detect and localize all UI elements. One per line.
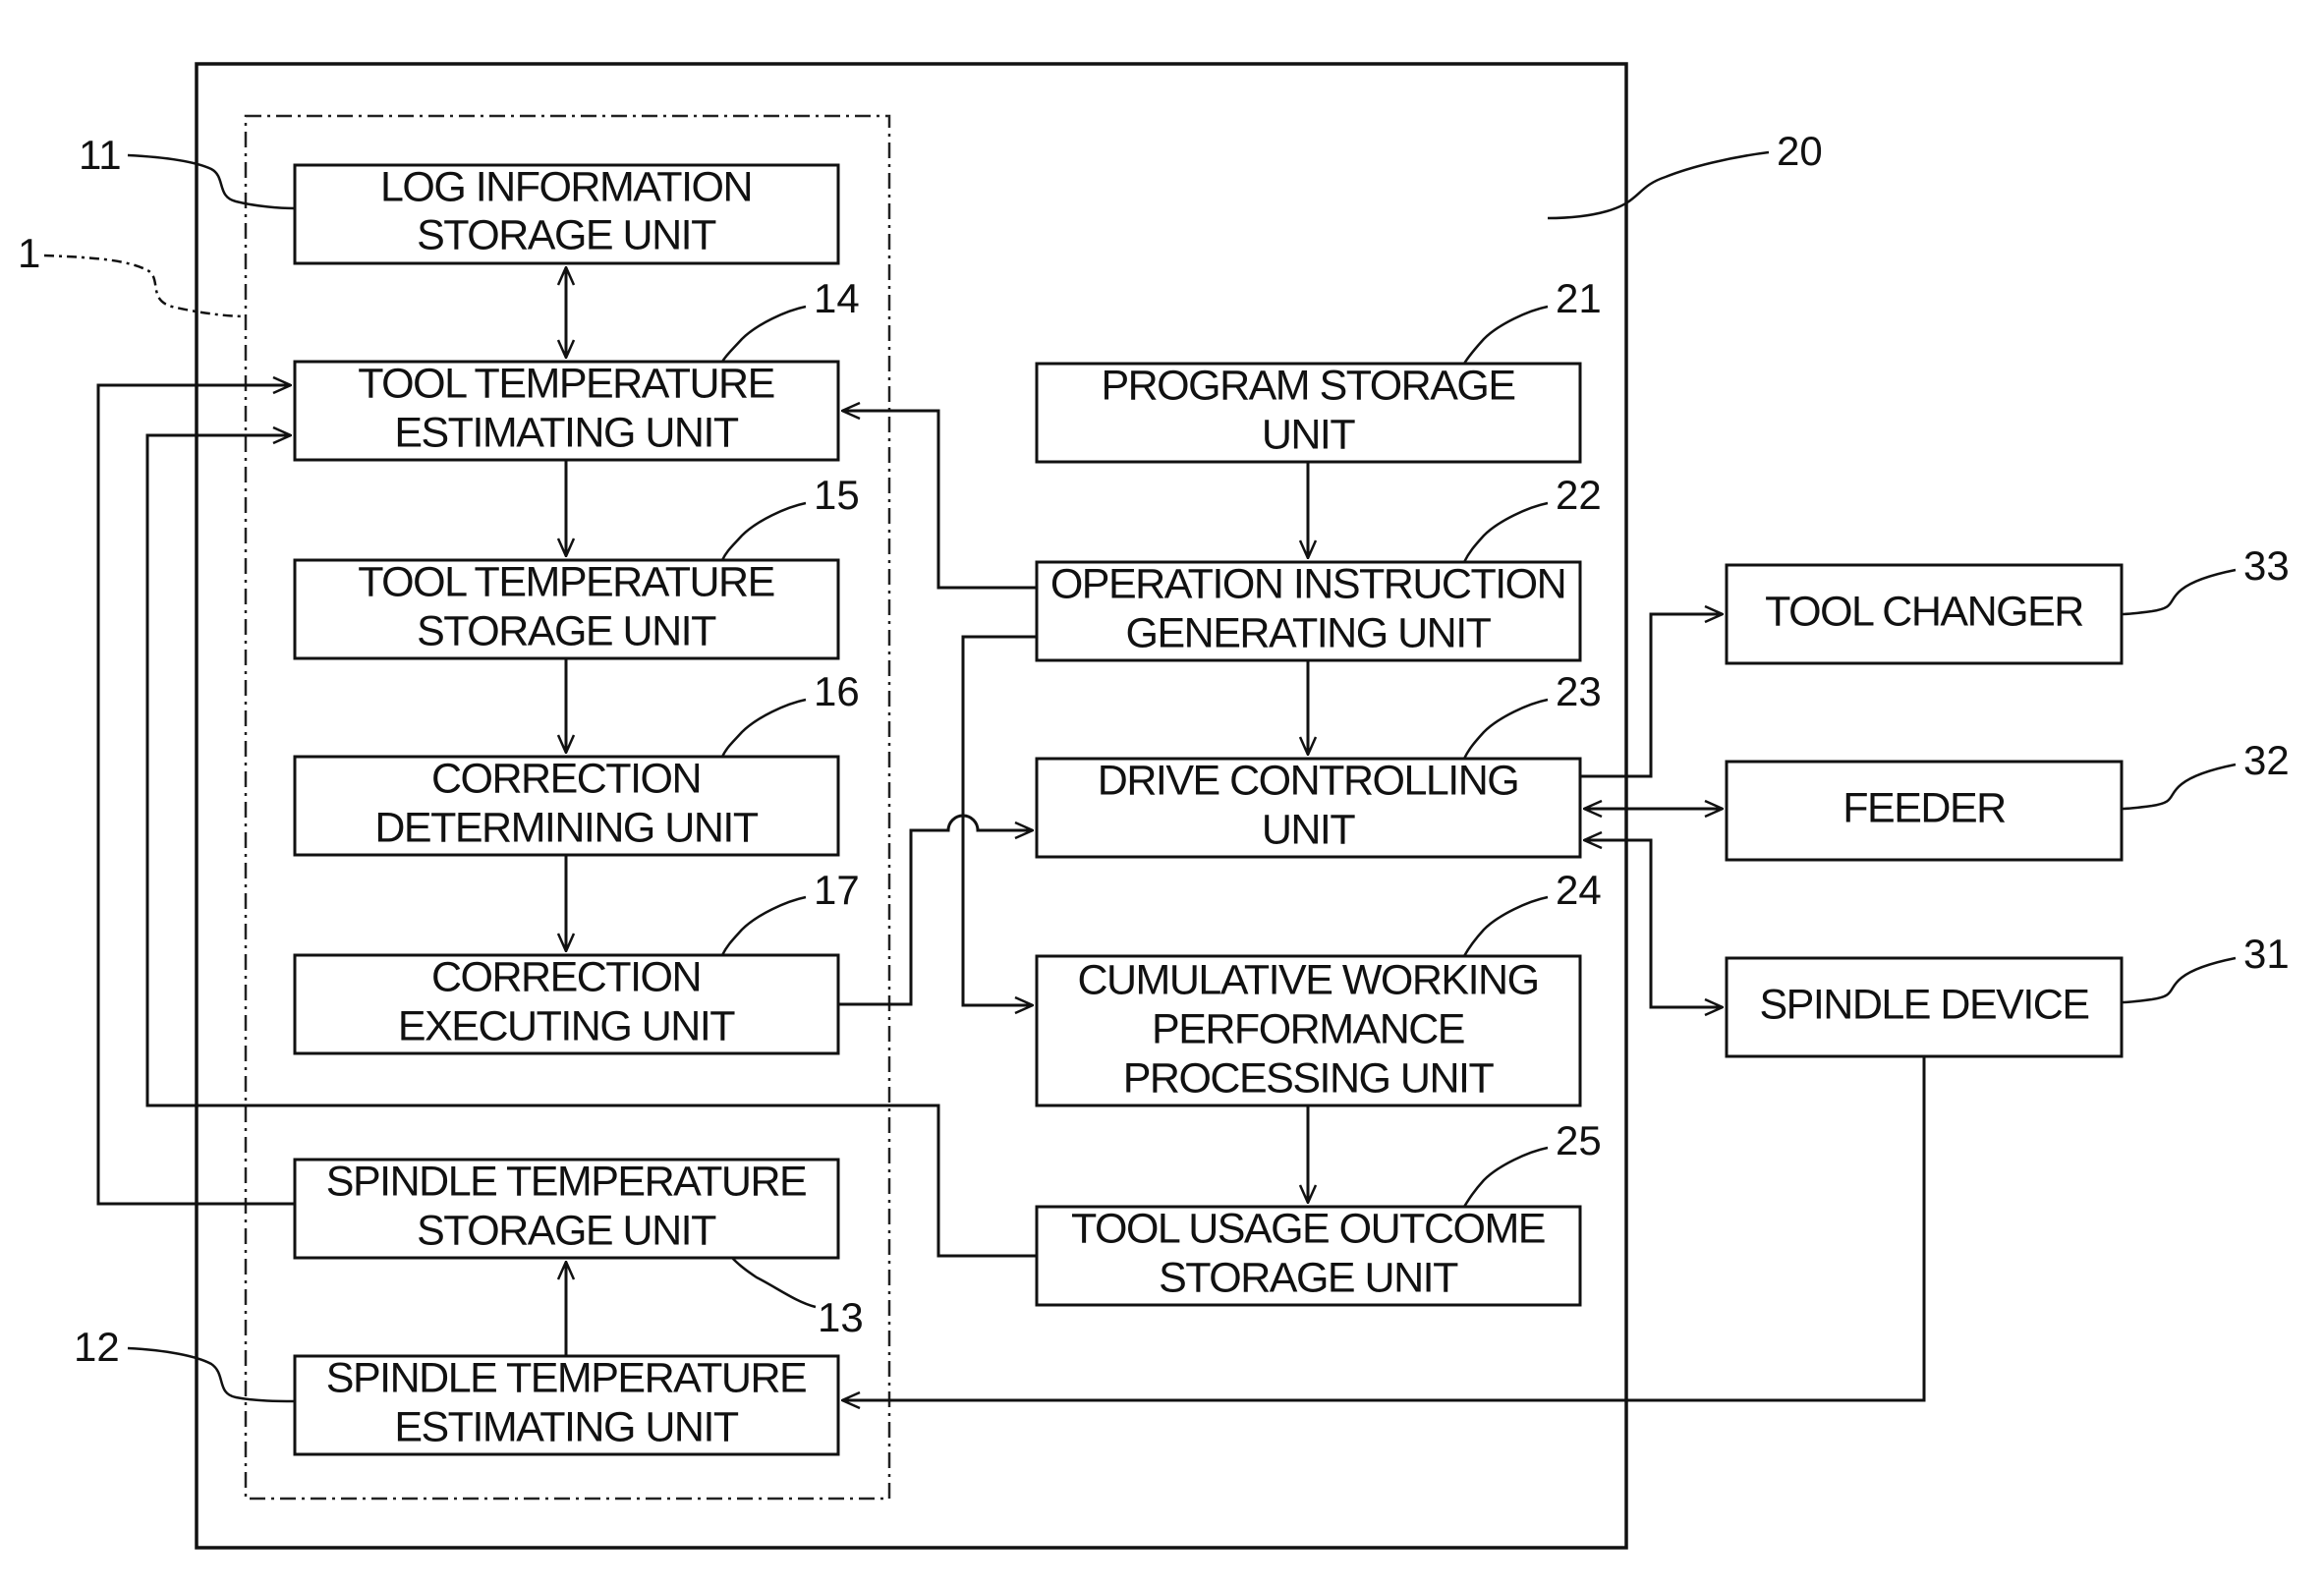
program-storage-unit-box: PROGRAM STORAGE UNIT [1037, 362, 1580, 462]
program-storage-unit-label-line1: PROGRAM STORAGE [1101, 362, 1514, 409]
leader-22 [1464, 503, 1548, 562]
spindle-temperature-estimating-unit-label-line1: SPINDLE TEMPERATURE [326, 1354, 806, 1401]
ref-17: 17 [814, 867, 860, 913]
drive-controlling-unit-label-line1: DRIVE CONTROLLING [1098, 757, 1518, 804]
tool-temperature-estimating-unit-label-line1: TOOL TEMPERATURE [358, 360, 774, 407]
ref-31: 31 [2243, 931, 2290, 977]
leader-17 [722, 897, 806, 955]
leader-13 [732, 1258, 816, 1307]
tool-temperature-estimating-unit-box: TOOL TEMPERATURE ESTIMATING UNIT [295, 360, 838, 460]
leader-31 [2122, 958, 2236, 1002]
leader-12 [128, 1348, 295, 1401]
ref-33: 33 [2243, 542, 2290, 589]
ref-16: 16 [814, 668, 860, 714]
leader-15 [722, 503, 806, 560]
spindle-device-label: SPINDLE DEVICE [1759, 981, 2088, 1028]
leader-25 [1464, 1148, 1548, 1207]
ref-32: 32 [2243, 737, 2290, 783]
tool-temperature-estimating-unit-label-line2: ESTIMATING UNIT [394, 409, 739, 456]
correction-executing-unit-box: CORRECTION EXECUTING UNIT [295, 953, 838, 1053]
spindle-temperature-estimating-unit-box: SPINDLE TEMPERATURE ESTIMATING UNIT [295, 1354, 838, 1454]
tool-changer-label: TOOL CHANGER [1765, 588, 2083, 635]
operation-instruction-generating-unit-label-line1: OPERATION INSTRUCTION [1050, 560, 1565, 607]
leader-32 [2122, 765, 2236, 809]
ref-13: 13 [818, 1294, 864, 1340]
cumulative-unit-label-line2: PERFORMANCE [1152, 1005, 1464, 1052]
log-information-storage-unit-box: LOG INFORMATION STORAGE UNIT [295, 163, 838, 263]
correction-determining-unit-box: CORRECTION DETERMINING UNIT [295, 755, 838, 855]
ref-21: 21 [1556, 275, 1602, 321]
operation-instruction-generating-unit-box: OPERATION INSTRUCTION GENERATING UNIT [1037, 560, 1580, 660]
arrow-23-31-bidirectional [1584, 840, 1723, 1007]
spindle-temperature-estimating-unit-label-line2: ESTIMATING UNIT [394, 1403, 739, 1450]
correction-executing-unit-label-line2: EXECUTING UNIT [398, 1002, 735, 1049]
drive-controlling-unit-label-line2: UNIT [1262, 806, 1356, 853]
correction-executing-unit-label-line1: CORRECTION [431, 953, 701, 1000]
leader-11 [128, 155, 295, 208]
tool-usage-outcome-storage-unit-label-line2: STORAGE UNIT [1159, 1254, 1458, 1301]
spindle-temperature-storage-unit-label-line2: STORAGE UNIT [417, 1207, 716, 1254]
ref-11: 11 [79, 132, 122, 178]
cumulative-unit-label-line3: PROCESSING UNIT [1123, 1054, 1495, 1102]
correction-determining-unit-label-line1: CORRECTION [431, 755, 701, 802]
ref-20: 20 [1777, 128, 1823, 174]
ref-23: 23 [1556, 668, 1602, 714]
leader-21 [1464, 307, 1548, 364]
tool-temperature-storage-unit-box: TOOL TEMPERATURE STORAGE UNIT [295, 558, 838, 658]
operation-instruction-generating-unit-label-line2: GENERATING UNIT [1126, 609, 1492, 656]
arrow-17-to-23 [838, 816, 1033, 1004]
spindle-temperature-storage-unit-label-line1: SPINDLE TEMPERATURE [326, 1158, 806, 1205]
ref-1: 1 [18, 230, 40, 276]
leader-16 [722, 700, 806, 757]
leader-14 [722, 307, 806, 362]
spindle-device-box: SPINDLE DEVICE [1727, 958, 2122, 1056]
leader-24 [1464, 897, 1548, 956]
ref-15: 15 [814, 472, 860, 518]
ref-24: 24 [1556, 867, 1602, 913]
leader-33 [2122, 570, 2236, 614]
ref-12: 12 [74, 1324, 120, 1370]
arrow-22-to-14 [842, 411, 1037, 588]
spindle-temperature-storage-unit-box: SPINDLE TEMPERATURE STORAGE UNIT [295, 1158, 838, 1258]
leader-20 [1548, 152, 1769, 218]
log-information-storage-unit-label-line1: LOG INFORMATION [380, 163, 752, 210]
arrow-23-to-33 [1580, 614, 1723, 776]
tool-usage-outcome-storage-unit-label-line1: TOOL USAGE OUTCOME [1071, 1205, 1545, 1252]
ref-22: 22 [1556, 472, 1602, 518]
tool-changer-box: TOOL CHANGER [1727, 565, 2122, 663]
ref-25: 25 [1556, 1117, 1602, 1163]
log-information-storage-unit-label-line2: STORAGE UNIT [417, 211, 716, 258]
tool-usage-outcome-storage-unit-box: TOOL USAGE OUTCOME STORAGE UNIT [1037, 1205, 1580, 1305]
tool-temperature-storage-unit-label-line2: STORAGE UNIT [417, 607, 716, 654]
program-storage-unit-label-line2: UNIT [1262, 411, 1356, 458]
cumulative-working-performance-processing-unit-box: CUMULATIVE WORKING PERFORMANCE PROCESSIN… [1037, 956, 1580, 1105]
feeder-label: FEEDER [1842, 784, 2006, 831]
ref-14: 14 [814, 275, 860, 321]
tool-temperature-storage-unit-label-line1: TOOL TEMPERATURE [358, 558, 774, 605]
correction-determining-unit-label-line2: DETERMINING UNIT [374, 804, 759, 851]
feeder-box: FEEDER [1727, 762, 2122, 860]
leader-23 [1464, 700, 1548, 759]
cumulative-unit-label-line1: CUMULATIVE WORKING [1077, 956, 1538, 1003]
leader-1 [44, 255, 246, 316]
drive-controlling-unit-box: DRIVE CONTROLLING UNIT [1037, 757, 1580, 857]
